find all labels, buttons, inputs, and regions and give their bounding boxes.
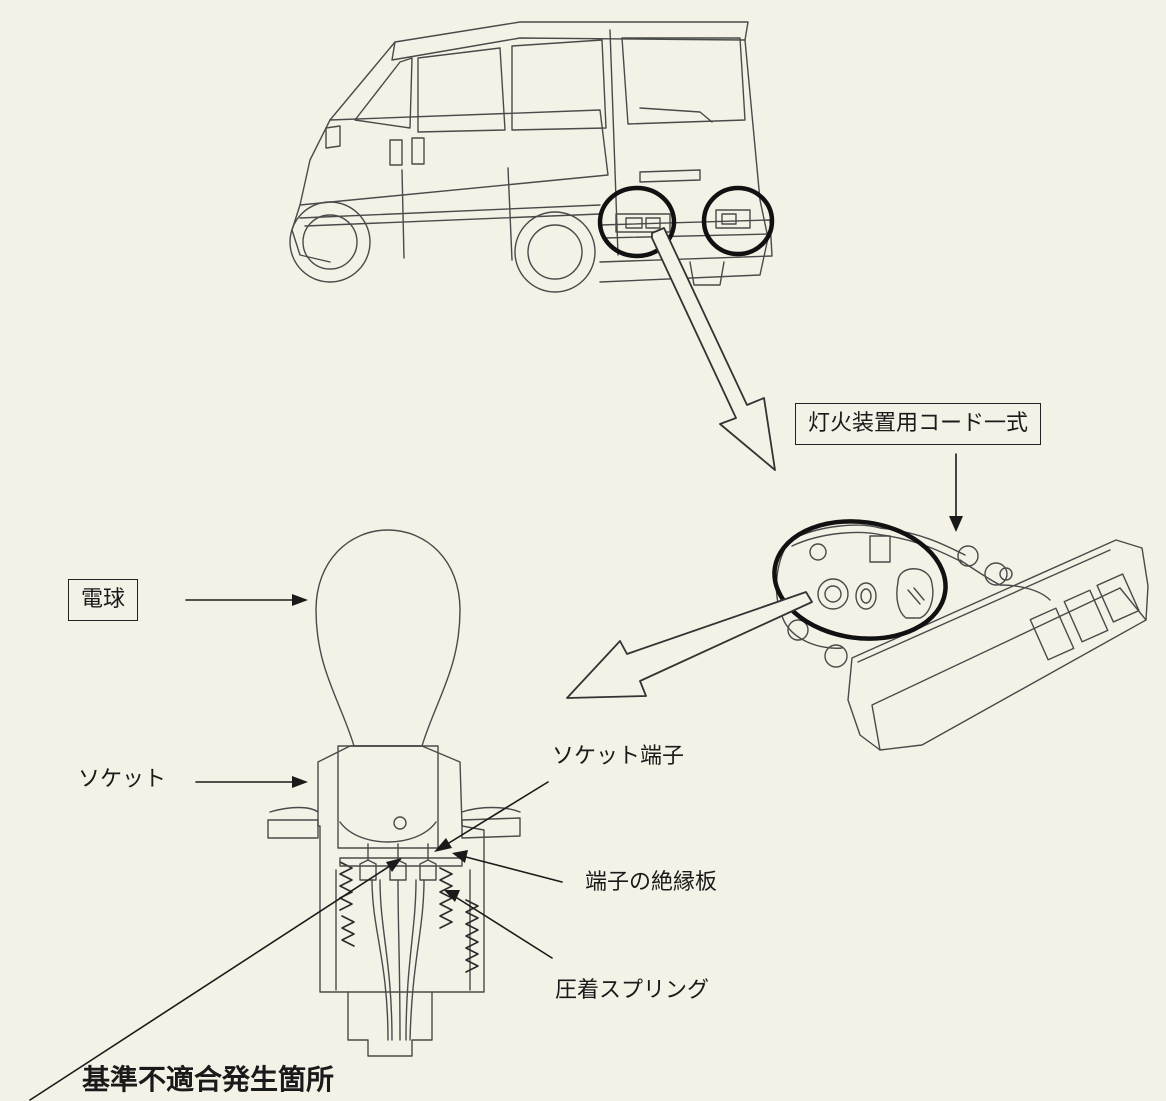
label-crimp-spring: 圧着スプリング (555, 978, 710, 1003)
callout-bulb-arrow (185, 594, 308, 606)
label-bulb: 電球 (68, 579, 139, 621)
bulb-illustration (315, 529, 461, 747)
parts-highlight-oval (772, 519, 948, 641)
callout-spring-arrow (444, 890, 553, 959)
label-socket-terminal: ソケット端子 (552, 744, 685, 769)
callout-insulator-arrow (452, 850, 563, 883)
van-illustration (289, 21, 773, 293)
lamp-highlight-circles (597, 185, 775, 259)
label-cord-set: 灯火装置用コード一式 (795, 403, 1042, 445)
label-socket: ソケット (78, 767, 167, 792)
arrow-van-to-lamp (651, 227, 776, 471)
callout-socket-arrow (195, 776, 308, 788)
arrow-lamp-to-socket (566, 591, 813, 699)
label-defect-location: 基準不適合発生箇所 (82, 1063, 335, 1096)
callout-socket-terminal-arrow (434, 781, 549, 852)
lamp-assembly-illustration (775, 524, 1149, 751)
socket-cross-section (267, 745, 521, 1057)
label-terminal-insulator: 端子の絶縁板 (585, 870, 718, 895)
callout-cord-set-arrow (949, 453, 963, 532)
callout-defect-arrow (29, 858, 402, 1101)
